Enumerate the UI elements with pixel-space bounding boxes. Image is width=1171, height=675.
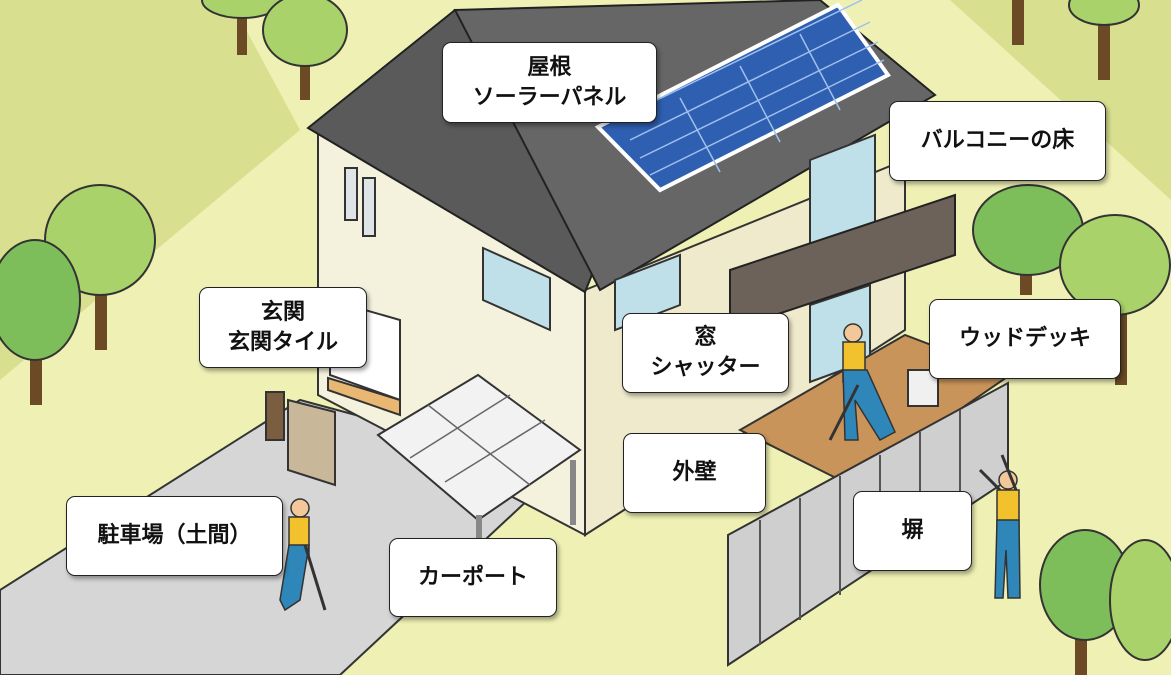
tree-top-right (1012, 0, 1140, 80)
label-parking: 駐車場（土間） (66, 496, 283, 576)
label-entrance-tile-text: 玄関タイル (227, 329, 338, 355)
label-entrance-tile: 玄関 玄関タイル (199, 287, 367, 368)
side-window-2 (362, 177, 376, 237)
tree-top-left (201, 0, 283, 55)
label-roof: 屋根 (527, 54, 572, 80)
worker-parking (279, 498, 327, 612)
label-shutter: シャッター (650, 355, 761, 380)
label-fence: 塀 (853, 491, 972, 571)
entrance-wall (287, 398, 336, 487)
balcony (729, 193, 956, 332)
front-window-middle (614, 253, 681, 332)
bucket (907, 369, 939, 407)
label-wood-deck: ウッドデッキ (929, 299, 1121, 379)
solar-panel (594, 0, 891, 193)
label-outer-wall: 外壁 (623, 433, 766, 513)
tree-right-1 (972, 184, 1084, 295)
lawn-shade-right (950, 0, 1171, 200)
label-entrance: 玄関 (260, 299, 305, 325)
tree-bottom-right (1039, 529, 1171, 675)
side-window-large (482, 246, 551, 332)
side-window-1 (344, 167, 358, 221)
gate-post (265, 391, 285, 441)
tree-top-center (262, 0, 348, 100)
worker-fence (978, 454, 1021, 599)
label-roof-solar-panel: 屋根 ソーラーパネル (442, 42, 657, 123)
label-solar-panel: ソーラーパネル (472, 84, 627, 110)
label-balcony-floor: バルコニーの床 (889, 101, 1106, 181)
label-window-shutter: 窓 シャッター (622, 313, 789, 393)
label-window: 窓 (694, 325, 717, 351)
tree-left-2 (0, 239, 81, 405)
entrance-tiles (327, 376, 401, 417)
worker-deck (828, 323, 896, 441)
label-carport: カーポート (389, 538, 557, 617)
carport (376, 373, 582, 540)
